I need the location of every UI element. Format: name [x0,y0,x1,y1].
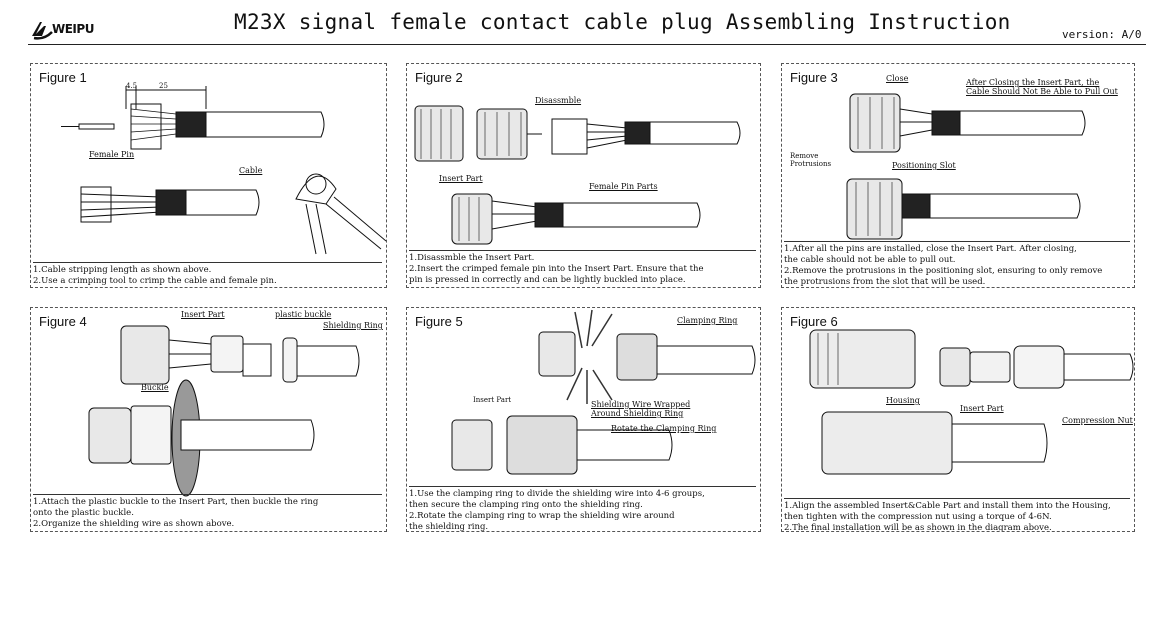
cable-stripping-illustration [61,86,386,255]
dimension-25: 25 [159,82,168,90]
figure-6-panel: Figure 6 Housing Insert Part Compression… [781,307,1135,532]
disassemble-callout: Disassmble [535,96,582,105]
figure-4-caption: 1.Attach the plastic buckle to the Inser… [33,494,382,530]
close-callout: Close [886,74,909,83]
figure-label: Figure 3 [790,70,838,85]
brand-logo-icon [32,22,53,40]
version-label: version: A/0 [1062,28,1142,41]
close-insert-illustration [846,93,1086,240]
female-pin-callout: Female Pin [89,150,135,159]
header-divider [28,44,1146,45]
buckle-callout: Buckle [141,383,169,392]
plastic-buckle-illustration [88,325,360,497]
shield-wrapped-callout: Shielding Wire Wrapped Around Shielding … [591,400,691,418]
figure-6-caption: 1.Align the assembled Insert&Cable Part … [784,498,1130,531]
remove-protrusions-callout: Remove Protrusions [790,152,832,168]
figure-5-caption: 1.Use the clamping ring to divide the sh… [409,486,756,531]
dimension-4-5: 4.5 [126,82,138,90]
insert-part-callout: Insert Part [439,174,483,183]
cable-callout: Cable [239,166,263,175]
insert-part-callout: Insert Part [960,404,1004,413]
positioning-slot-callout: Positioning Slot [892,161,956,170]
figure-label: Figure 4 [39,314,87,329]
figure-label: Figure 2 [415,70,463,85]
clamping-ring-illustration [451,309,756,475]
figure-1-panel: Figure 1 [30,63,387,288]
figure-label: Figure 6 [790,314,838,329]
figure-5-panel: Figure 5 Clamping Ring Insert Part Shiel… [406,307,761,532]
housing-install-illustration [809,329,1134,475]
page-title: M23X signal female contact cable plug As… [234,10,1011,34]
female-pin-parts-callout: Female Pin Parts [589,182,658,191]
plastic-buckle-callout: plastic buckle [275,310,332,319]
figure-3-caption: 1.After all the pins are installed, clos… [784,241,1130,287]
shielding-ring-callout: Shielding Ring [323,321,383,330]
brand-name: WEIPU [52,22,94,36]
figure-2-caption: 1.Disassmble the Insert Part. 2.Insert t… [409,250,756,286]
figure-4-panel: Figure 4 Insert Part plastic buckle Shie… [30,307,387,532]
after-closing-callout: After Closing the Insert Part, the Cable… [966,78,1118,96]
figure-2-panel: Figure 2 Disassmble Insert Part Female P… [406,63,761,288]
figure-3-panel: Figure 3 Close After Closing the Insert … [781,63,1135,288]
figure-1-caption: 1.Cable stripping length as shown above.… [33,262,382,287]
insert-part-illustration [414,105,741,245]
figure-label: Figure 1 [39,70,87,85]
insert-part-callout: Insert Part [473,396,512,404]
rotate-clamping-ring-callout: Rotate the Clamping Ring [611,424,717,433]
figure-label: Figure 5 [415,314,463,329]
housing-callout: Housing [886,396,920,405]
clamping-ring-callout: Clamping Ring [677,316,738,325]
compression-nut-callout: Compression Nut [1062,416,1133,425]
insert-part-callout: Insert Part [181,310,225,319]
